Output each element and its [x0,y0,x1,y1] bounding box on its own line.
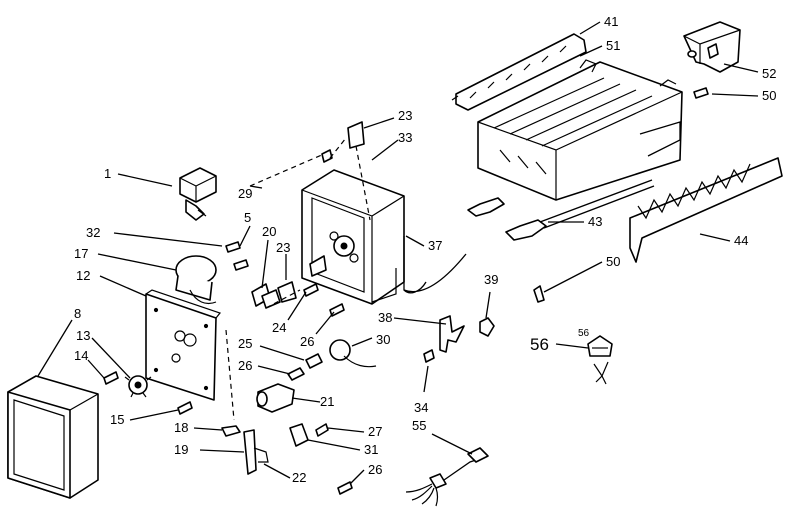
callout-33: 33 [398,130,412,145]
callout-25: 25 [238,336,252,351]
callout-23-mid: 23 [276,240,290,255]
part-water-valve [179,167,217,221]
callout-24: 24 [272,320,286,335]
part-thermostat-bracket [683,21,741,73]
callout-39: 39 [484,272,498,287]
callout-26-c: 26 [368,462,382,477]
callout-18: 18 [174,420,188,435]
callout-20: 20 [262,224,276,239]
part-fill-cup [451,33,587,111]
callout-26-b: 26 [238,358,252,373]
part-clip [479,317,495,337]
part-thermostat [329,339,377,368]
part-cam-31 [289,423,309,447]
callout-52: 52 [762,66,776,81]
part-stripper [629,157,783,263]
callout-5: 5 [244,210,251,225]
callout-13: 13 [76,328,90,343]
callout-32: 32 [86,225,100,240]
callout-21: 21 [320,394,334,409]
part-lever-19 [243,429,269,475]
part-knob-56 [587,335,613,385]
part-pin-25 [305,353,323,369]
part-wiring-harness [405,447,489,507]
callout-50-top: 50 [762,88,776,103]
callout-14: 14 [74,348,88,363]
callout-26-a: 26 [300,334,314,349]
callout-51: 51 [606,38,620,53]
part-spring [221,425,241,437]
callout-labels: 41 51 52 50 23 33 1 29 5 32 20 23 17 37 … [74,14,776,485]
part-front-cover [7,375,99,499]
part-motor [175,255,217,305]
part-module-housing [301,169,405,305]
callout-41: 41 [604,14,618,29]
assembly-guide-2 [329,137,347,159]
part-shutoff-lever [439,315,465,353]
leader-lines [37,21,759,485]
callout-22: 22 [292,470,306,485]
callout-29: 29 [238,186,252,201]
callout-56-big: 56 [530,335,549,354]
callout-30: 30 [376,332,390,347]
callout-43: 43 [588,214,602,229]
part-ejector-shaft [505,179,655,241]
callout-55: 55 [412,418,426,433]
part-switch-upper [347,121,365,149]
part-shutoff-arm [403,236,467,294]
assembly-guide-1 [249,153,325,187]
callout-23-top: 23 [398,108,412,123]
callout-19: 19 [174,442,188,457]
part-screw-29 [321,149,333,163]
callout-34: 34 [414,400,428,415]
callout-44: 44 [734,233,748,248]
part-mold-pin [467,197,505,217]
part-lever-assembly [251,281,297,309]
callout-12: 12 [76,268,90,283]
callout-17: 17 [74,246,88,261]
part-coupling [256,383,295,413]
part-ice-mold [477,59,683,201]
assembly-guide-3 [355,145,371,221]
callout-56-small: 56 [578,328,590,339]
part-mounting-plate [145,289,222,401]
callout-15: 15 [110,412,124,427]
callout-50-mid: 50 [606,254,620,269]
callout-38: 38 [378,310,392,325]
part-screw-26b [287,367,305,381]
assembly-guide-5 [265,289,301,309]
callout-27: 27 [368,424,382,439]
assembly-guide-4 [225,329,235,421]
callout-37: 37 [428,238,442,253]
screws [103,87,709,495]
callout-31: 31 [364,442,378,457]
callout-8: 8 [74,306,81,321]
callout-1: 1 [104,166,111,181]
part-gear [124,375,152,398]
